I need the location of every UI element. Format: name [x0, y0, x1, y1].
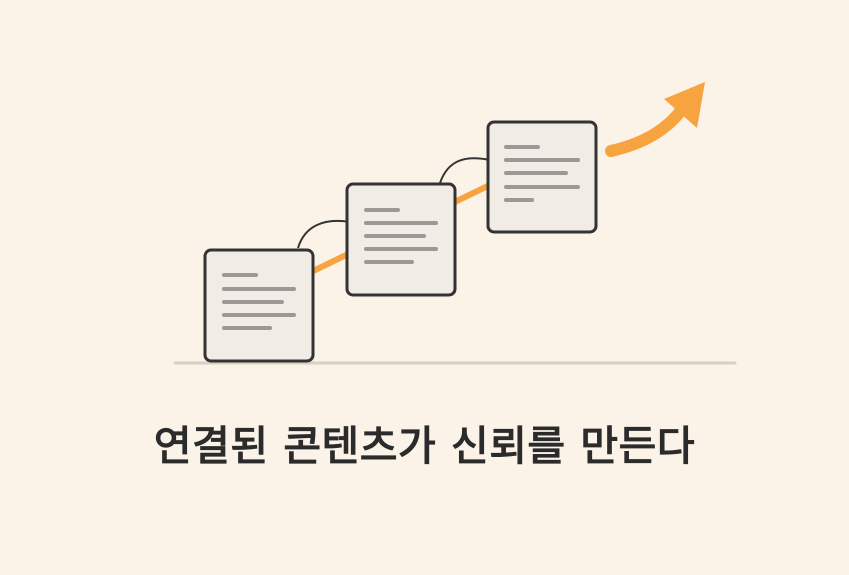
headline-caption: 연결된 콘텐츠가 신뢰를 만든다 — [153, 422, 696, 470]
document-card-1 — [203, 248, 315, 363]
growth-illustration — [173, 82, 737, 365]
arrow-up-right-icon — [605, 82, 705, 157]
connector-curve-2 — [439, 157, 491, 184]
document-card-3 — [486, 120, 598, 234]
connector-curve-1 — [297, 220, 351, 249]
document-card-2 — [345, 182, 457, 297]
